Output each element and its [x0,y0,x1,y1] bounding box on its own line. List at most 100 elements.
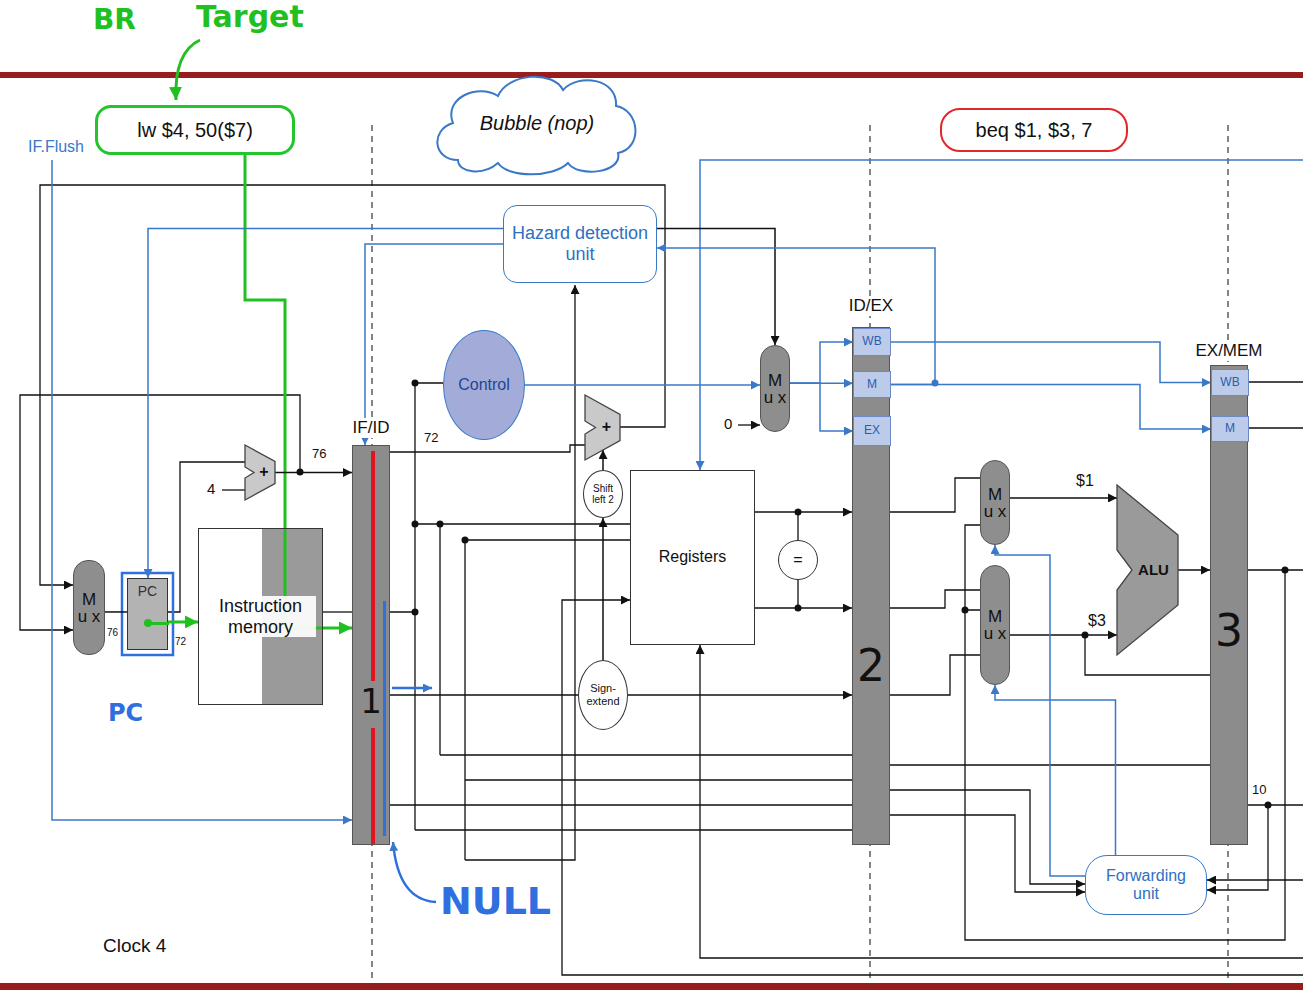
node-body: EX [854,417,890,445]
stage-divider [372,125,1228,985]
node-text: Forwarding unit [1092,867,1200,904]
wire-connector [628,694,852,696]
node-body: PC [128,579,167,649]
callout-number: 2 [854,641,888,692]
node-body: Forwarding unit [1086,856,1206,914]
operand-name: $3 [1088,612,1106,630]
pipeline-register: IF/ID1 [352,445,390,845]
register-name: EX/MEM [1192,341,1265,361]
multiplexer: M u x [760,345,790,432]
wire-connector [755,511,852,513]
wire [390,383,852,860]
node-body: Shift left 2 [584,471,622,517]
annotation: PC [108,700,143,728]
annotation: BR [93,4,136,36]
node-text: Hazard detection unit [510,223,650,264]
operand-name: $1 [1076,472,1094,490]
wire-connector [790,342,853,383]
register-name: ID/EX [846,296,896,316]
node-body: beq $1, $3, 7 [942,110,1126,150]
junction-dot [412,521,419,528]
signal-name: IF.Flush [28,138,84,156]
wire [562,600,1303,975]
annotation: NULL [440,880,551,924]
annotation-arrow [393,842,436,902]
node-body [353,446,389,844]
bus-width: 72 [424,431,438,446]
wire-connector [891,385,1211,430]
node-body: M u x [761,346,789,431]
multiplexer: M u x [980,565,1010,685]
wire [323,611,352,612]
annotation-arrow [176,40,200,100]
annotation-outline [122,573,173,655]
callout-number: 3 [1212,606,1246,657]
adder: + [585,395,620,460]
control-field: WB [853,328,891,356]
program-counter: PC [127,578,168,650]
wire-connector [1178,569,1210,571]
node-body: Registers [631,471,754,644]
wire-connector [105,611,127,613]
instruction-box: lw $4, 50($7) [95,105,295,155]
wire [1207,879,1303,880]
node-text: M u x [983,486,1007,520]
node-body: M u x [981,461,1009,544]
adder-shape [585,395,620,460]
node-body: M u x [981,566,1009,684]
node-text: M u x [983,608,1007,642]
node-text: M u x [76,591,102,625]
junction-dots [297,380,1289,809]
node-body: Bubble (nop) [428,68,646,178]
wire-connector [602,450,604,470]
wire [168,462,245,612]
node-text: Instruction memory [205,596,316,637]
wire [890,790,1085,884]
node-text: = [793,551,802,569]
node-text: + [259,463,268,481]
wire [738,424,760,425]
constant-value: 4 [207,480,215,497]
adder: + [245,445,275,500]
instruction-memory: Instruction memory [198,528,323,705]
control-wire [52,160,352,820]
node-body: Control [444,331,524,439]
wire-connector [602,518,604,660]
wire-connector [1010,497,1117,499]
wire-connector [995,685,1116,855]
control-field: M [1211,416,1249,442]
node-text: Registers [659,548,727,566]
node-body: M u x [74,561,104,654]
shift-unit: Shift left 2 [583,470,623,518]
connector-layer [105,155,1211,876]
junction-dot [462,537,469,544]
node-body: ALU [1117,485,1178,655]
node-text: Shift left 2 [589,483,617,506]
register-name: IF/ID [350,418,393,438]
wire [890,815,1085,892]
control-field: EX [853,416,891,446]
node-body [853,328,889,844]
node-body: = [779,541,817,579]
junction-dot [962,607,969,614]
bus-width: 76 [312,447,326,462]
control-wire [700,160,1303,470]
control-unit: Control [443,330,525,440]
marker-stripe [148,622,169,625]
junction-dot [1282,567,1289,574]
hazard-unit: Hazard detection unit [503,205,657,283]
annotation: Target [196,0,304,35]
wire [222,489,245,490]
node-text: WB [1220,376,1239,390]
node-text: + [602,418,611,436]
wire-connector [790,383,853,431]
wire-connector [525,384,760,386]
node-text: Sign-extend [583,682,623,707]
wire-connector [168,620,198,623]
wire-connector [755,607,852,609]
sign-extend-unit: Sign-extend [578,660,628,730]
node-text: beq $1, $3, 7 [976,119,1093,142]
wire-connector [657,248,935,385]
node-body: Sign-extend [579,661,627,729]
